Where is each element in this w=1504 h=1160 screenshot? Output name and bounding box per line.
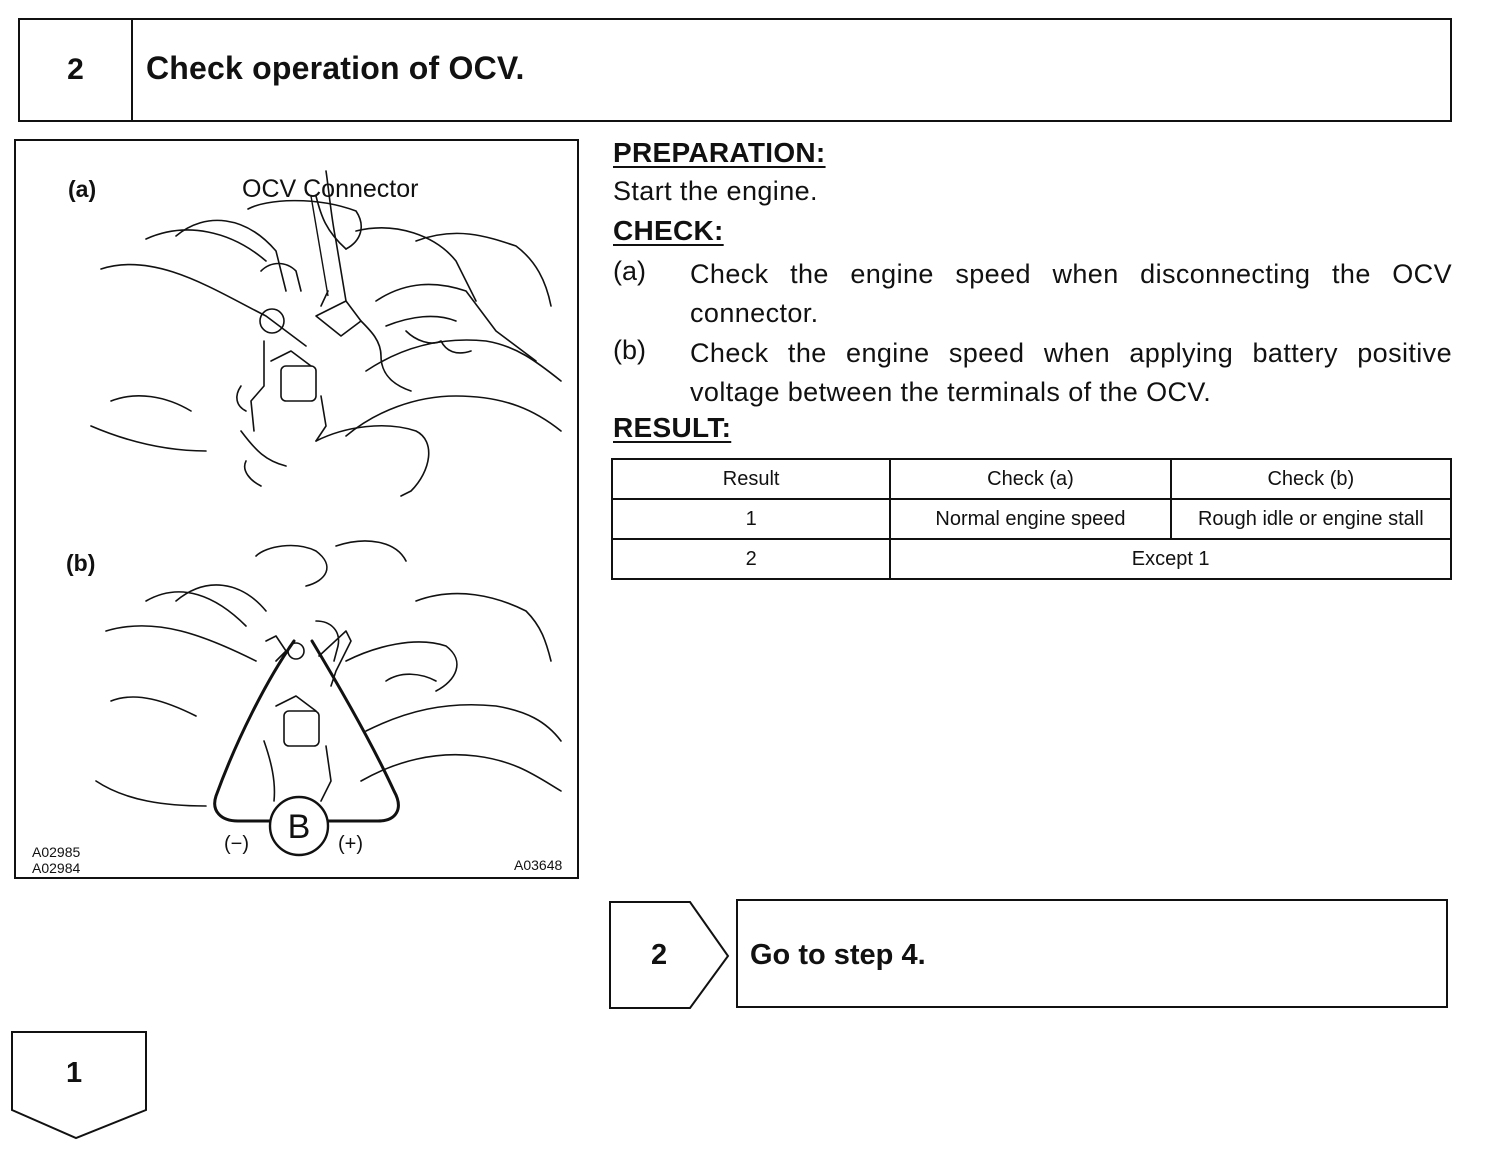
check-heading: CHECK: [613, 215, 724, 246]
step-header: 2 Check operation of OCV. [18, 18, 1452, 122]
figure-code-3: A03648 [514, 857, 562, 873]
table-cell: 2 [610, 538, 892, 580]
figure-code-1: A02985 [32, 844, 80, 860]
engine-drawing: B (a) OCV Connector (b) (−) (+) A02985 A… [32, 170, 562, 876]
table-cell: Normal engine speed [889, 498, 1172, 540]
plus-terminal-label: (+) [338, 833, 363, 855]
battery-symbol: B [288, 808, 311, 846]
table-cell: Except 1 [889, 538, 1452, 580]
result-2-action-text: Go to step 4. [750, 939, 926, 971]
step-title: Check operation of OCV. [146, 50, 525, 86]
result-1-arrow-icon [11, 1031, 147, 1140]
minus-terminal-label: (−) [224, 833, 249, 855]
connector-label: OCV Connector [242, 175, 418, 203]
result-1-number: 1 [66, 1057, 83, 1089]
table-cell: Rough idle or engine stall [1169, 498, 1453, 540]
result-2-branch: 2 Go to step 4. [608, 899, 1450, 1011]
result-1-branch: 1 [10, 1030, 150, 1142]
table-header-row: Result Check (a) Check (b) [610, 458, 1453, 500]
result-2-arrow-icon [609, 901, 730, 1009]
step-number: 2 [20, 20, 133, 120]
result-2-action-box [736, 899, 1448, 1008]
table-header-cell: Result [610, 458, 892, 500]
table-header-cell: Check (a) [889, 458, 1172, 500]
table-header-cell: Check (b) [1169, 458, 1453, 500]
table-row: 2 Except 1 [610, 538, 1452, 580]
result-heading: RESULT: [613, 412, 732, 443]
figure-label-a: (a) [68, 176, 96, 202]
check-item-b-label: (b) [613, 335, 646, 365]
check-item-a-text: Check the engine speed when disconnectin… [690, 259, 1452, 328]
preparation-heading: PREPARATION: [613, 137, 826, 168]
check-item-a-label: (a) [613, 256, 646, 286]
figure-code-2: A02984 [32, 860, 80, 876]
result-table: Result Check (a) Check (b) 1 Normal engi… [610, 458, 1453, 580]
figure-label-b: (b) [66, 550, 95, 576]
check-item-b-text: Check the engine speed when applying bat… [690, 338, 1452, 407]
preparation-text: Start the engine. [613, 176, 818, 206]
table-row: 1 Normal engine speed Rough idle or engi… [610, 498, 1453, 540]
table-cell: 1 [610, 498, 892, 540]
result-2-number: 2 [651, 939, 668, 971]
engine-illustration: B (a) OCV Connector (b) (−) (+) A02985 A… [14, 139, 579, 879]
